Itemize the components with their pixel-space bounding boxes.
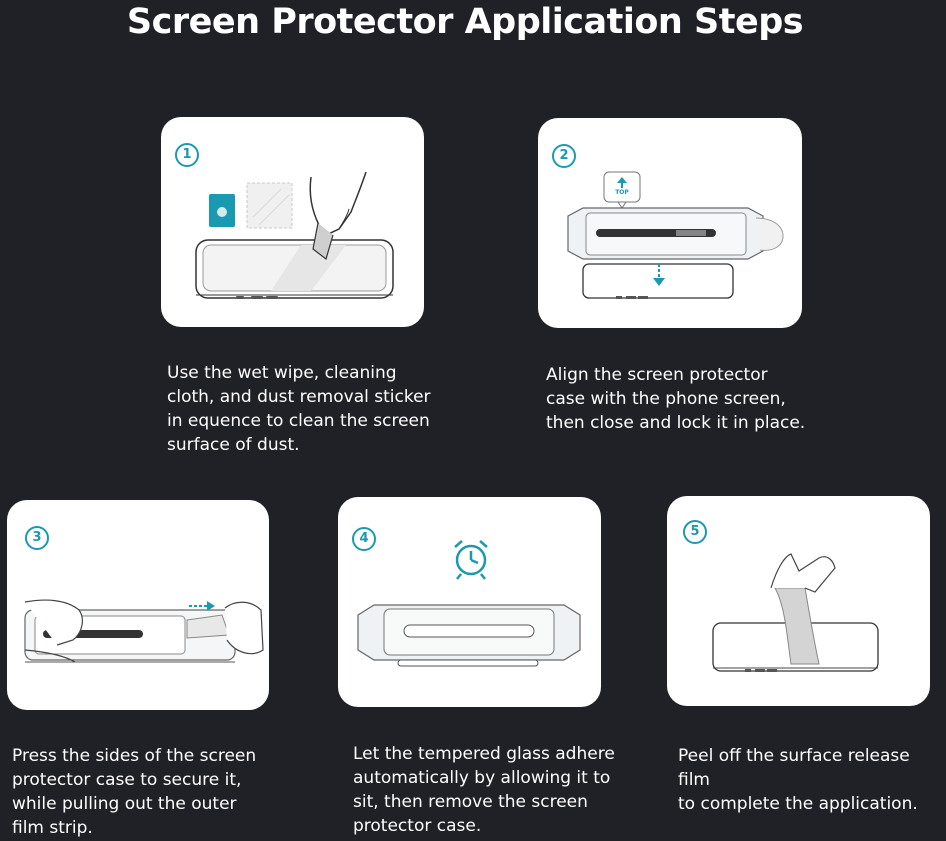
cleaning-hand-illustration [195,171,394,299]
step-2-number-badge: 2 [552,144,576,168]
top-label: TOP [615,189,629,196]
step-3-card: 3 [7,500,269,710]
align-case-illustration [567,171,784,299]
page-title: Screen Protector Application Steps [126,2,804,42]
step-1-card: 1 [161,117,424,327]
step-1-description: Use the wet wipe, cleaning cloth, and du… [167,363,431,455]
step-4-card: 4 [338,497,601,707]
step-5-card: 5 [667,496,930,706]
step-1-number-badge: 1 [175,143,199,167]
step-2-card: 2 TOP [538,118,802,328]
step-4-number-badge: 4 [352,527,376,551]
step-3-number-badge: 3 [25,526,49,550]
press-pull-illustration [24,599,264,663]
step-5-description: Peel off the surface release film to com… [678,746,918,814]
step-2-description: Align the screen protector case with the… [546,365,806,433]
alarm-clock-illustration [357,540,581,667]
step-4-description: Let the tempered glass adhere automatica… [353,744,615,836]
step-3-description: Press the sides of the screen protector … [12,746,257,838]
peel-film-illustration [712,553,879,672]
step-5-number-badge: 5 [683,520,707,544]
